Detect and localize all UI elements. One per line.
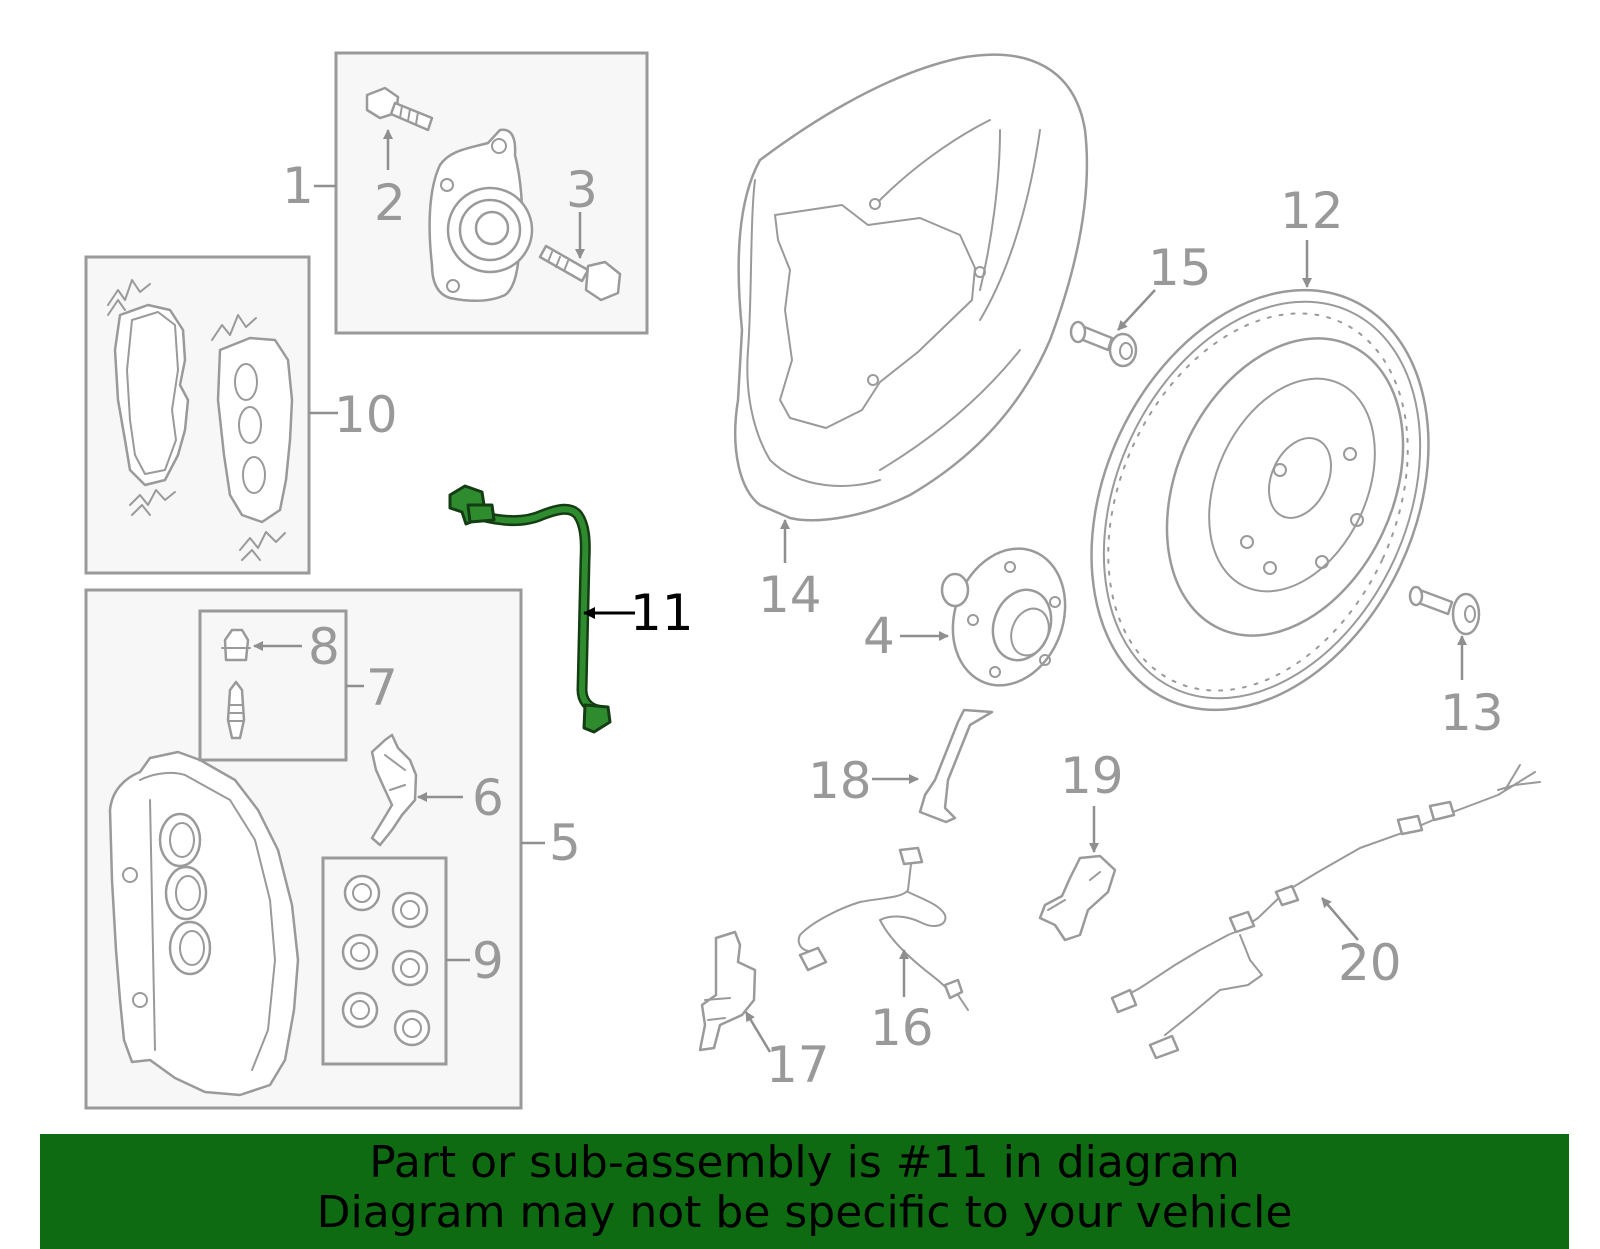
callout-4: 4 xyxy=(863,607,895,665)
bolt-part-3 xyxy=(538,244,622,302)
callout-16: 16 xyxy=(870,999,934,1057)
banner-line-1: Part or sub-assembly is #11 in diagram xyxy=(369,1137,1240,1188)
callout-2: 2 xyxy=(374,174,406,232)
brake-rotor-part-12 xyxy=(1090,288,1430,712)
callout-11-highlighted: 11 xyxy=(630,584,694,642)
bolt-part-15 xyxy=(1069,320,1138,368)
callout-7: 7 xyxy=(366,659,398,717)
callout-14: 14 xyxy=(758,566,822,624)
callout-13: 13 xyxy=(1440,684,1504,742)
bolt-part-2 xyxy=(365,86,434,132)
seal-kit-part xyxy=(341,874,431,1047)
callout-17: 17 xyxy=(766,1036,830,1094)
callout-15: 15 xyxy=(1148,239,1212,297)
caliper-part xyxy=(108,750,300,1097)
callout-3: 3 xyxy=(566,161,598,219)
dust-shield-part-14 xyxy=(734,53,1089,522)
group-box-5 xyxy=(84,588,545,1110)
bracket-part-18 xyxy=(918,708,994,824)
group-box-1 xyxy=(334,51,649,335)
group-box-10 xyxy=(84,255,338,575)
wheel-hub-part-4 xyxy=(940,547,1067,687)
callout-5: 5 xyxy=(549,814,581,872)
wear-sensor-part-20 xyxy=(1110,764,1541,1060)
wiring-harness-part-16 xyxy=(797,846,969,1011)
callout-10: 10 xyxy=(334,386,398,444)
callout-19: 19 xyxy=(1060,747,1124,805)
callout-1: 1 xyxy=(282,157,314,215)
info-banner: Part or sub-assembly is #11 in diagram D… xyxy=(40,1134,1569,1249)
callout-6: 6 xyxy=(472,769,504,827)
callout-12: 12 xyxy=(1280,182,1344,240)
bolt-part-13 xyxy=(1408,585,1481,636)
callout-20: 20 xyxy=(1338,934,1402,992)
callout-8: 8 xyxy=(308,618,340,676)
sensor-part-19 xyxy=(1038,854,1117,942)
knuckle-part xyxy=(428,128,534,302)
callout-18: 18 xyxy=(808,752,872,810)
brake-hose-part-11-highlighted[interactable] xyxy=(448,484,612,734)
callout-9: 9 xyxy=(472,932,504,990)
banner-line-2: Diagram may not be specific to your vehi… xyxy=(316,1187,1293,1238)
bracket-part-17 xyxy=(698,930,757,1052)
